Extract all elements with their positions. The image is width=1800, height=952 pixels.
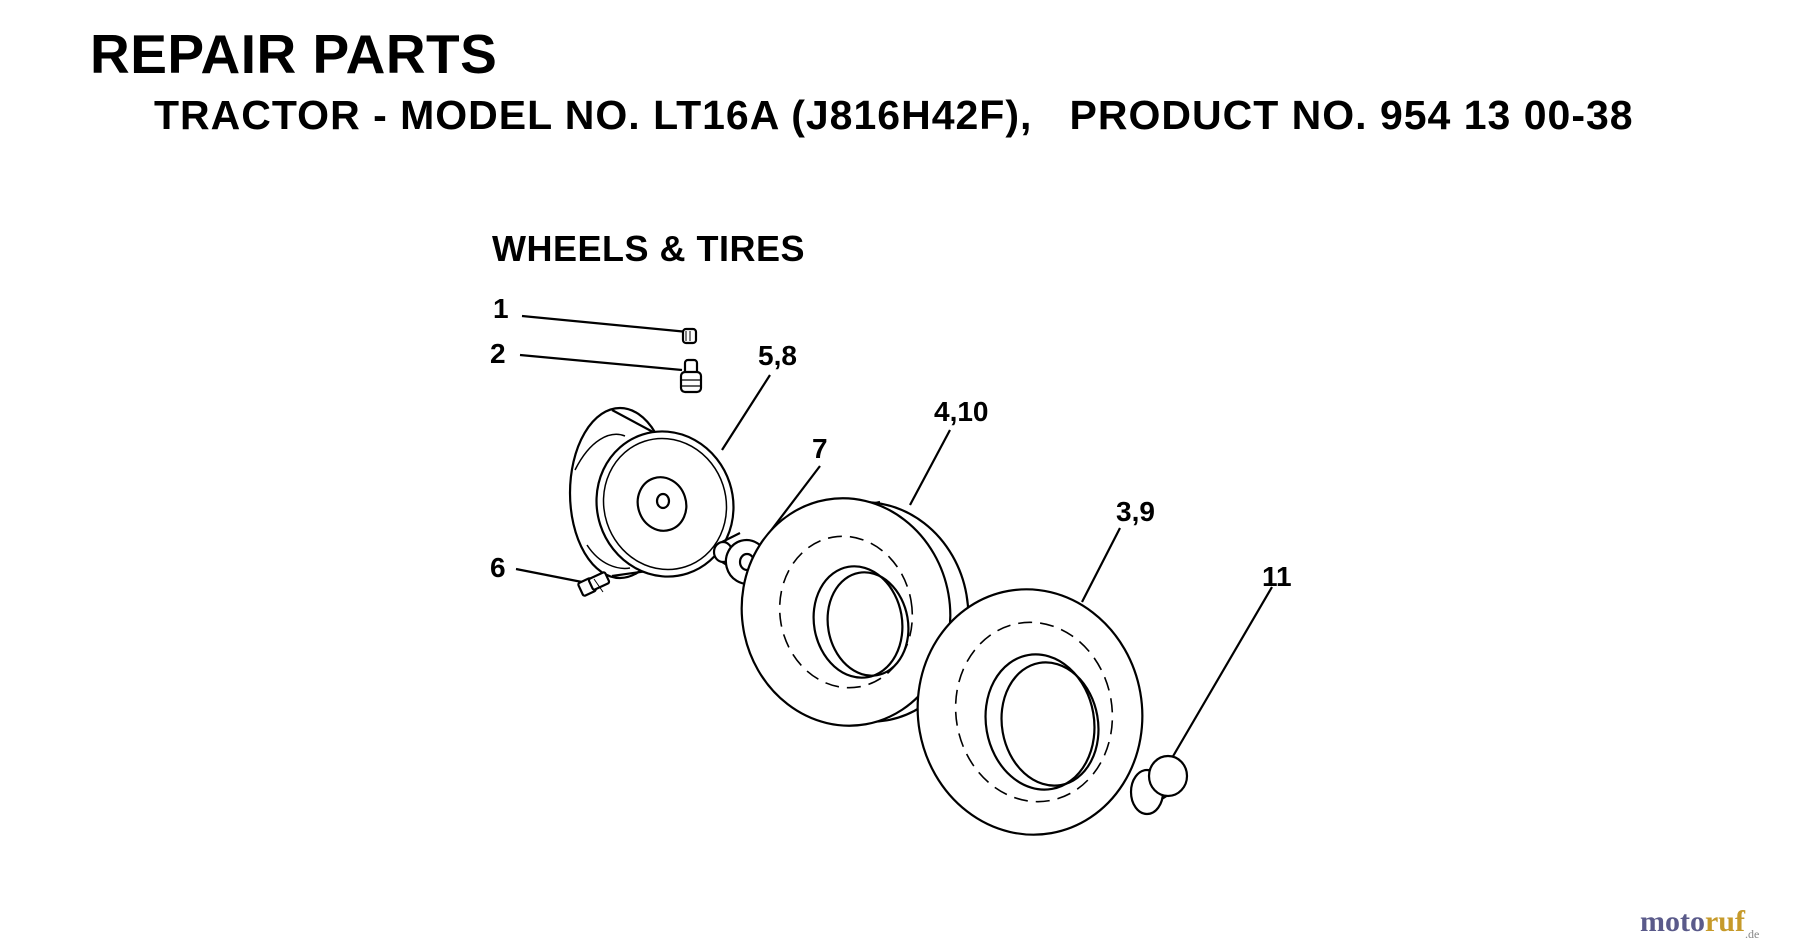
callout-4-10: 4,10 (934, 396, 989, 427)
wheel-rim-part (568, 406, 735, 580)
callout-6: 6 (490, 552, 506, 583)
model-subtitle: TRACTOR - MODEL NO. LT16A (J816H42F), PR… (154, 92, 1634, 138)
rear-tire-part (916, 588, 1144, 836)
leader-line-410 (909, 429, 951, 506)
section-title: WHEELS & TIRES (492, 228, 806, 269)
leader-line-39 (1081, 527, 1121, 603)
leader-line-1 (521, 314, 689, 334)
callout-2: 2 (490, 338, 506, 369)
hub-cap-part (1129, 754, 1189, 816)
callout-7: 7 (812, 433, 828, 464)
watermark-suffix: .de (1744, 927, 1760, 941)
bolt-part (577, 571, 611, 597)
page-title: REPAIR PARTS (90, 23, 498, 85)
leader-line-2 (519, 353, 683, 372)
front-tire-part (740, 497, 970, 727)
leader-line-11 (1171, 586, 1273, 759)
watermark-logo: motoruf.de (1640, 905, 1759, 942)
leader-line-6 (515, 567, 583, 584)
leader-line-58 (721, 374, 771, 451)
callout-5-8: 5,8 (758, 340, 797, 371)
valve-stem-part (679, 358, 703, 394)
watermark-part2: ruf (1704, 905, 1745, 938)
callout-11: 11 (1262, 561, 1292, 592)
callout-3-9: 3,9 (1116, 496, 1155, 527)
callout-1: 1 (493, 293, 509, 324)
valve-cap-part (681, 327, 698, 345)
watermark-part1: moto (1640, 905, 1705, 938)
